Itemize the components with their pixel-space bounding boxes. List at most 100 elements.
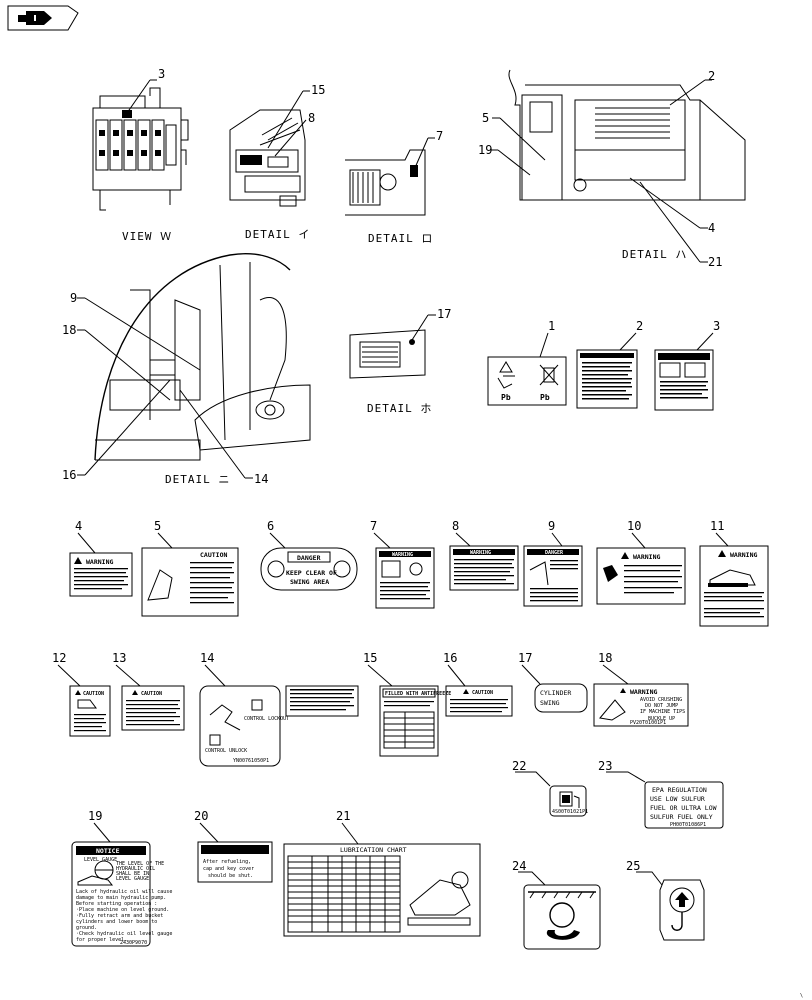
view-w-label: VIEW Ｗ	[122, 230, 172, 243]
callout-4-view: 4	[708, 221, 715, 235]
decal-23-line2: USE LOW SULFUR	[650, 795, 705, 803]
decal-6-danger: DANGER KEEP CLEAR OF SWING AREA	[260, 547, 358, 591]
callout-9-view: 9	[70, 291, 77, 305]
decal-19-notice: NOTICE LEVEL GAUGE THE LEVEL OF THE HYDR…	[71, 841, 172, 947]
callout-9: 9	[548, 519, 555, 533]
callout-13: 13	[112, 651, 126, 665]
decal-19-title: NOTICE	[96, 847, 120, 855]
callout-18-view: 18	[62, 323, 76, 337]
decal-12-title: CAUTION	[83, 691, 104, 697]
decal-6-title: DANGER	[297, 554, 321, 562]
detail-ho-drawing	[349, 314, 436, 379]
callout-14: 14	[200, 651, 214, 665]
callout-23: 23	[598, 759, 612, 773]
callout-10: 10	[627, 519, 641, 533]
decal-19-line-3: ·Place machine on level ground.	[76, 907, 169, 913]
decal-16-title: CAUTION	[472, 690, 493, 696]
callout-20: 20	[194, 809, 208, 823]
decal-19-line-0: Lack of hydraulic oil will cause	[76, 889, 172, 895]
decal-23-epa: EPA REGULATION USE LOW SULFUR FUEL OR UL…	[644, 781, 724, 829]
decal-17-line1: CYLINDER	[540, 689, 571, 697]
decal-4-warning: WARNING	[69, 552, 133, 597]
decal-23-line3: FUEL OR ULTRA LOW	[650, 804, 717, 812]
decal-19-line-4: ·Fully retract arm and bucket	[76, 913, 163, 919]
decal-8-warning: WARNING	[449, 545, 519, 591]
callout-19: 19	[88, 809, 102, 823]
detail-ni-drawing	[77, 253, 311, 479]
callout-12: 12	[52, 651, 66, 665]
decal-6-line1: KEEP CLEAR OF	[286, 569, 337, 577]
decal-19-part-no: 2430P9070	[120, 940, 147, 946]
callout-3-view: 3	[158, 67, 165, 81]
callout-19-view: 19	[478, 143, 492, 157]
callout-7: 7	[370, 519, 377, 533]
callout-17: 17	[518, 651, 532, 665]
decal-5-title: CAUTION	[200, 551, 227, 559]
decal-22-fuel: 4S00T01021P1	[549, 785, 588, 817]
callout-11: 11	[710, 519, 724, 533]
decal-18-line1: AVOID CRUSHING	[640, 697, 682, 703]
decal-15-antifreeze: FILLED WITH ANTIFREEZE	[379, 685, 451, 757]
decal-6-line2: SWING AREA	[290, 578, 329, 586]
decal-24-hook-tie	[523, 884, 601, 950]
decal-25-lift-point	[659, 879, 705, 941]
decal-19-side4: LEVEL GAUGE	[116, 876, 149, 882]
decal-17-cylinder-swing: CYLINDER SWING	[534, 683, 588, 713]
decal-7-title: WARNING	[392, 552, 413, 558]
detail-ha-label: DETAIL ハ	[622, 248, 687, 261]
decal-23-line4: SULFUR FUEL ONLY	[650, 813, 713, 821]
decal-19-line-7: ·Check hydraulic oil level gauge	[76, 931, 172, 937]
decal-18-line3: IF MACHINE TIPS	[640, 709, 685, 715]
callout-21: 21	[336, 809, 350, 823]
decal-5-caution: CAUTION	[141, 547, 239, 617]
decal-1-pb-right: Pb	[540, 393, 550, 402]
detail-ro-drawing	[345, 137, 435, 216]
callout-25: 25	[626, 859, 640, 873]
callout-16-view: 16	[62, 468, 76, 482]
decal-11-title: WARNING	[730, 551, 757, 559]
decal-9-danger: DANGER	[523, 545, 583, 607]
callout-5: 5	[154, 519, 161, 533]
decal-14-part-no: YN00761050P1	[233, 758, 269, 764]
callout-21-view: 21	[708, 255, 722, 269]
decal-16-caution: CAUTION	[445, 685, 513, 717]
decal-14-lockout: CONTROL LOCKOUT	[244, 716, 289, 722]
decal-12-caution: CAUTION	[69, 685, 111, 737]
decal-14-unlock: CONTROL UNLOCK	[205, 748, 247, 754]
decal-19-side3: SHALL BE IN	[116, 871, 149, 877]
callout-16: 16	[443, 651, 457, 665]
callout-3: 3	[713, 319, 720, 333]
decal-8-title: WARNING	[470, 550, 491, 556]
decal-20-line2: cap and key cover	[203, 866, 254, 872]
decal-14-control-lockout: CONTROL LOCKOUT CONTROL UNLOCK YN0076105…	[199, 685, 289, 767]
callout-14-view: 14	[254, 472, 268, 486]
decal-19-line-5: cylinders and lower boom to	[76, 919, 157, 925]
decal-23-part-no: PH00T01086P1	[670, 822, 706, 828]
decal-19-level-gauge: LEVEL GAUGE	[84, 857, 117, 863]
decal-19-line-8: for proper level.	[76, 937, 127, 943]
decal-21-title: LUBRICATION CHART	[340, 846, 407, 854]
decal-18-warning-buckle-up: WARNING AVOID CRUSHING DO NOT JUMP IF MA…	[593, 683, 689, 727]
decal-18-line4: BUCKLE UP	[648, 716, 675, 722]
decal-20-line3: should be shut.	[208, 873, 253, 879]
decal-14b-danger-strip	[285, 685, 359, 717]
callout-22: 22	[512, 759, 526, 773]
decal-21-lubrication-chart: LUBRICATION CHART	[283, 843, 481, 937]
decal-13-caution: CAUTION	[121, 685, 185, 731]
detail-ha-drawing	[490, 69, 746, 263]
detail-ro-label: DETAIL ロ	[368, 232, 433, 245]
decal-18-title: WARNING	[630, 688, 657, 696]
detail-ni-label: DETAIL ニ	[165, 473, 230, 486]
decal-10-title: WARNING	[633, 553, 660, 561]
callout-15-view: 15	[311, 83, 325, 97]
arrow-folder-icon[interactable]	[7, 5, 79, 31]
decal-17-line2: SWING	[540, 699, 560, 707]
detail-i-drawing	[229, 90, 310, 207]
decal-20-refuel: After refueling, cap and key cover shoul…	[197, 841, 273, 883]
decal-4-title: WARNING	[86, 558, 113, 566]
callout-17-view: 17	[437, 307, 451, 321]
callout-8: 8	[452, 519, 459, 533]
decal-19-side1: THE LEVEL OF THE	[116, 861, 164, 867]
view-w-drawing	[92, 79, 189, 211]
decal-13-title: CAUTION	[141, 691, 162, 697]
